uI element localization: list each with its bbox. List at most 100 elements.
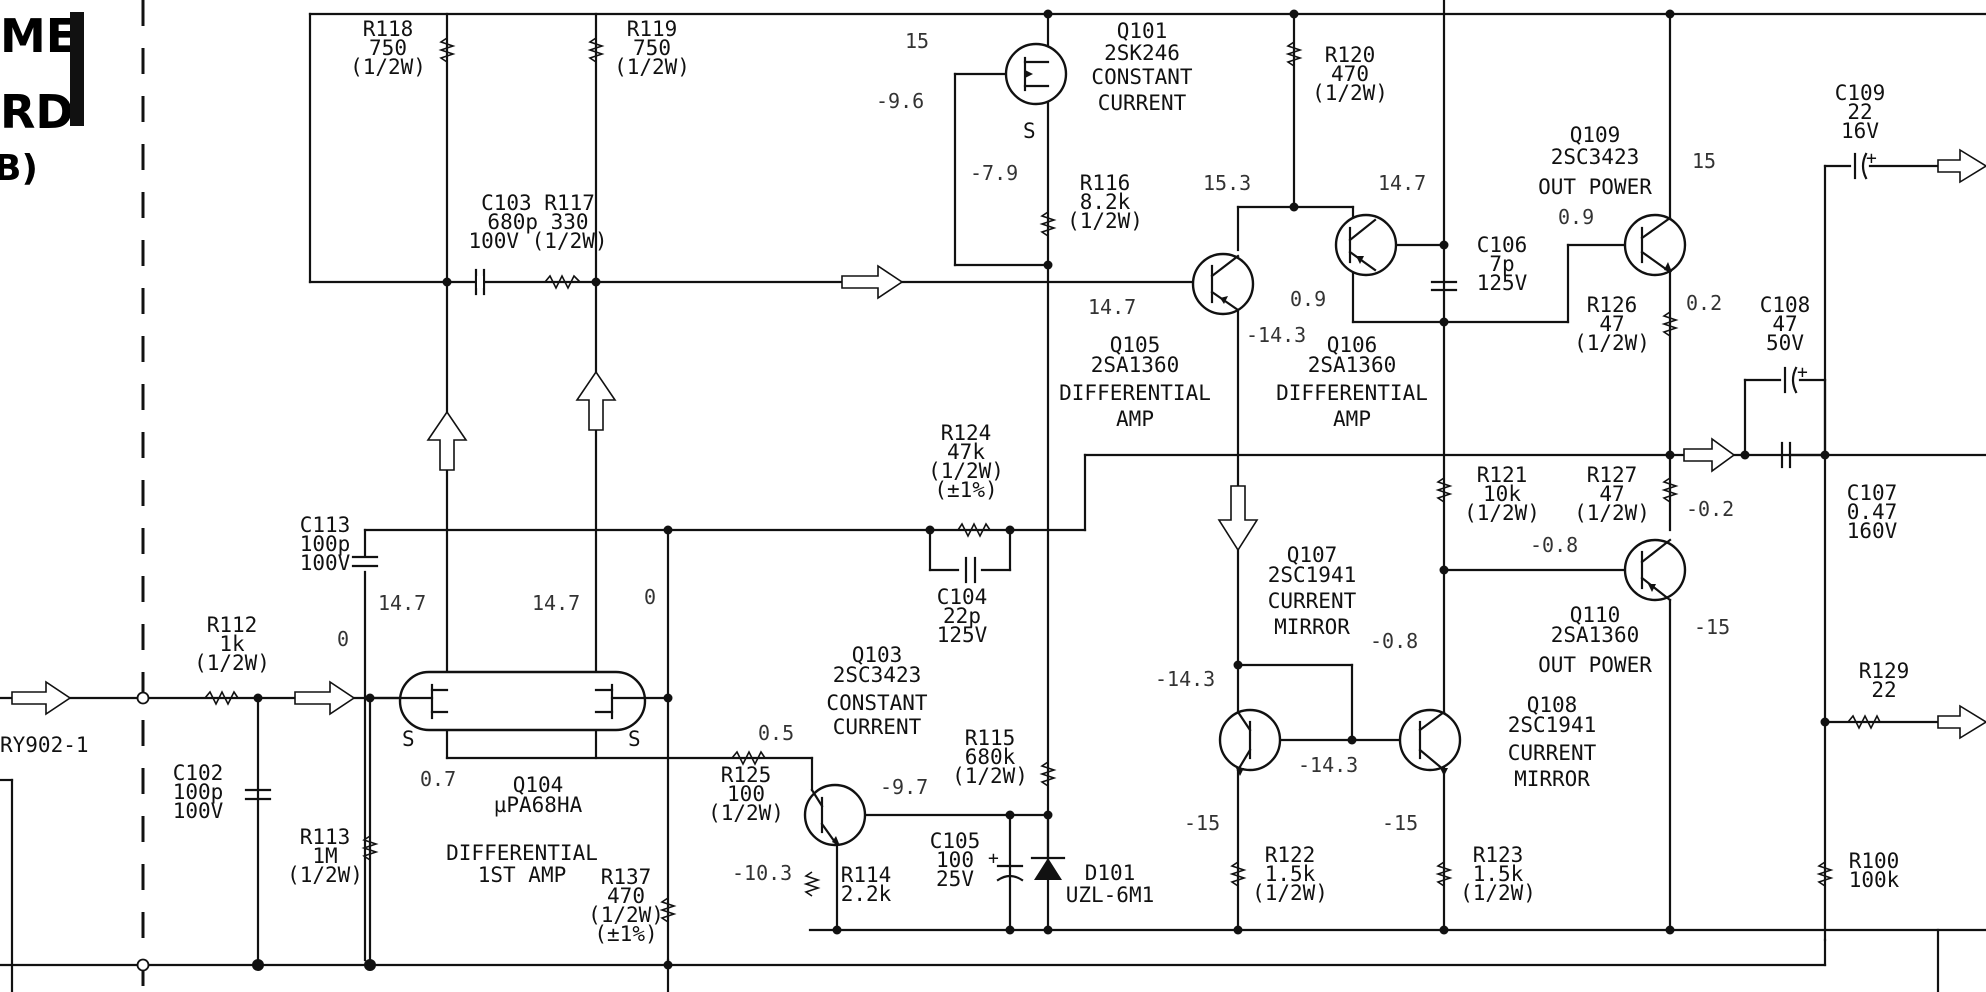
- voltage: 0.5: [758, 721, 794, 745]
- resistor-R112: [204, 690, 239, 706]
- resistor-R115: [1039, 761, 1057, 787]
- signal-arrows: [11, 148, 1986, 740]
- pin-label-s-q101: S: [1023, 119, 1036, 143]
- capacitor-C103: [474, 268, 486, 296]
- title-fragment-3: B): [0, 148, 38, 189]
- voltage: -14.3: [1298, 753, 1358, 777]
- resistor-R121: [1435, 477, 1453, 503]
- voltage: 0.9: [1558, 205, 1594, 229]
- capacitor-C104: [964, 556, 977, 584]
- capacitor-C107: [1780, 441, 1827, 469]
- transistor-Q106: [1334, 213, 1398, 277]
- resistor-R119: [587, 37, 605, 63]
- resistor-R118: [438, 37, 456, 63]
- svg-text:+: +: [1866, 148, 1877, 169]
- voltage-readings: 15 -9.6 -7.9 15.3 14.7 15 0.9 14.7 0.9 -…: [337, 29, 1734, 885]
- transistor-Q101: [1004, 42, 1068, 106]
- arrow-down-1: [1217, 485, 1259, 552]
- resistor-R137: [659, 897, 677, 923]
- voltage: -0.8: [1370, 629, 1418, 653]
- voltage: 15: [1692, 149, 1716, 173]
- resistor-R100: [1816, 861, 1834, 887]
- resistor-R120: [1285, 41, 1303, 67]
- svg-text:+: +: [988, 848, 999, 869]
- voltage: -14.3: [1155, 667, 1215, 691]
- title-fragment-2: RD: [0, 85, 74, 139]
- resistor-R123: [1435, 861, 1453, 887]
- resistor-R127: [1661, 477, 1679, 503]
- transistors: [368, 42, 1687, 847]
- voltage: -7.9: [970, 161, 1018, 185]
- transistor-Q108: [1398, 708, 1462, 776]
- voltage: 15.3: [1203, 171, 1251, 195]
- capacitor-C102: [244, 788, 272, 801]
- voltage: -0.8: [1530, 533, 1578, 557]
- label-connector: RY902-1: [0, 733, 89, 757]
- arrow-right-2: [294, 680, 356, 716]
- resistor-R114: [803, 871, 821, 897]
- pin-label-s-q104-left: S: [402, 727, 415, 751]
- arrow-up-2: [575, 370, 617, 431]
- voltage: -15: [1694, 615, 1730, 639]
- voltage: -9.6: [876, 89, 924, 113]
- title-bracket: [70, 12, 84, 126]
- transistor-Q104: [368, 670, 670, 732]
- voltage: 15: [905, 29, 929, 53]
- voltage: 14.7: [1088, 295, 1136, 319]
- capacitors: + + +: [244, 148, 1877, 882]
- capacitor-C105: +: [988, 848, 1024, 882]
- capacitor-C113: [351, 555, 379, 568]
- voltage: -15: [1382, 811, 1418, 835]
- capacitor-C109: +: [1853, 148, 1877, 180]
- title-block: ME RD B): [0, 9, 84, 189]
- voltage: -14.3: [1246, 323, 1306, 347]
- svg-text:+: +: [1797, 362, 1808, 383]
- voltage: 0.7: [420, 767, 456, 791]
- voltage: -0.2: [1686, 497, 1734, 521]
- resistor-R125: [731, 750, 766, 766]
- transistor-Q107: [1218, 708, 1282, 776]
- resistor-R126: [1661, 311, 1679, 337]
- title-fragment-1: ME: [0, 9, 77, 63]
- voltage: 14.7: [378, 591, 426, 615]
- arrow-right-6: [1937, 704, 1986, 740]
- capacitor-C108: +: [1783, 362, 1808, 394]
- resistor-R113: [361, 835, 379, 861]
- junction-dots: [136, 9, 1830, 972]
